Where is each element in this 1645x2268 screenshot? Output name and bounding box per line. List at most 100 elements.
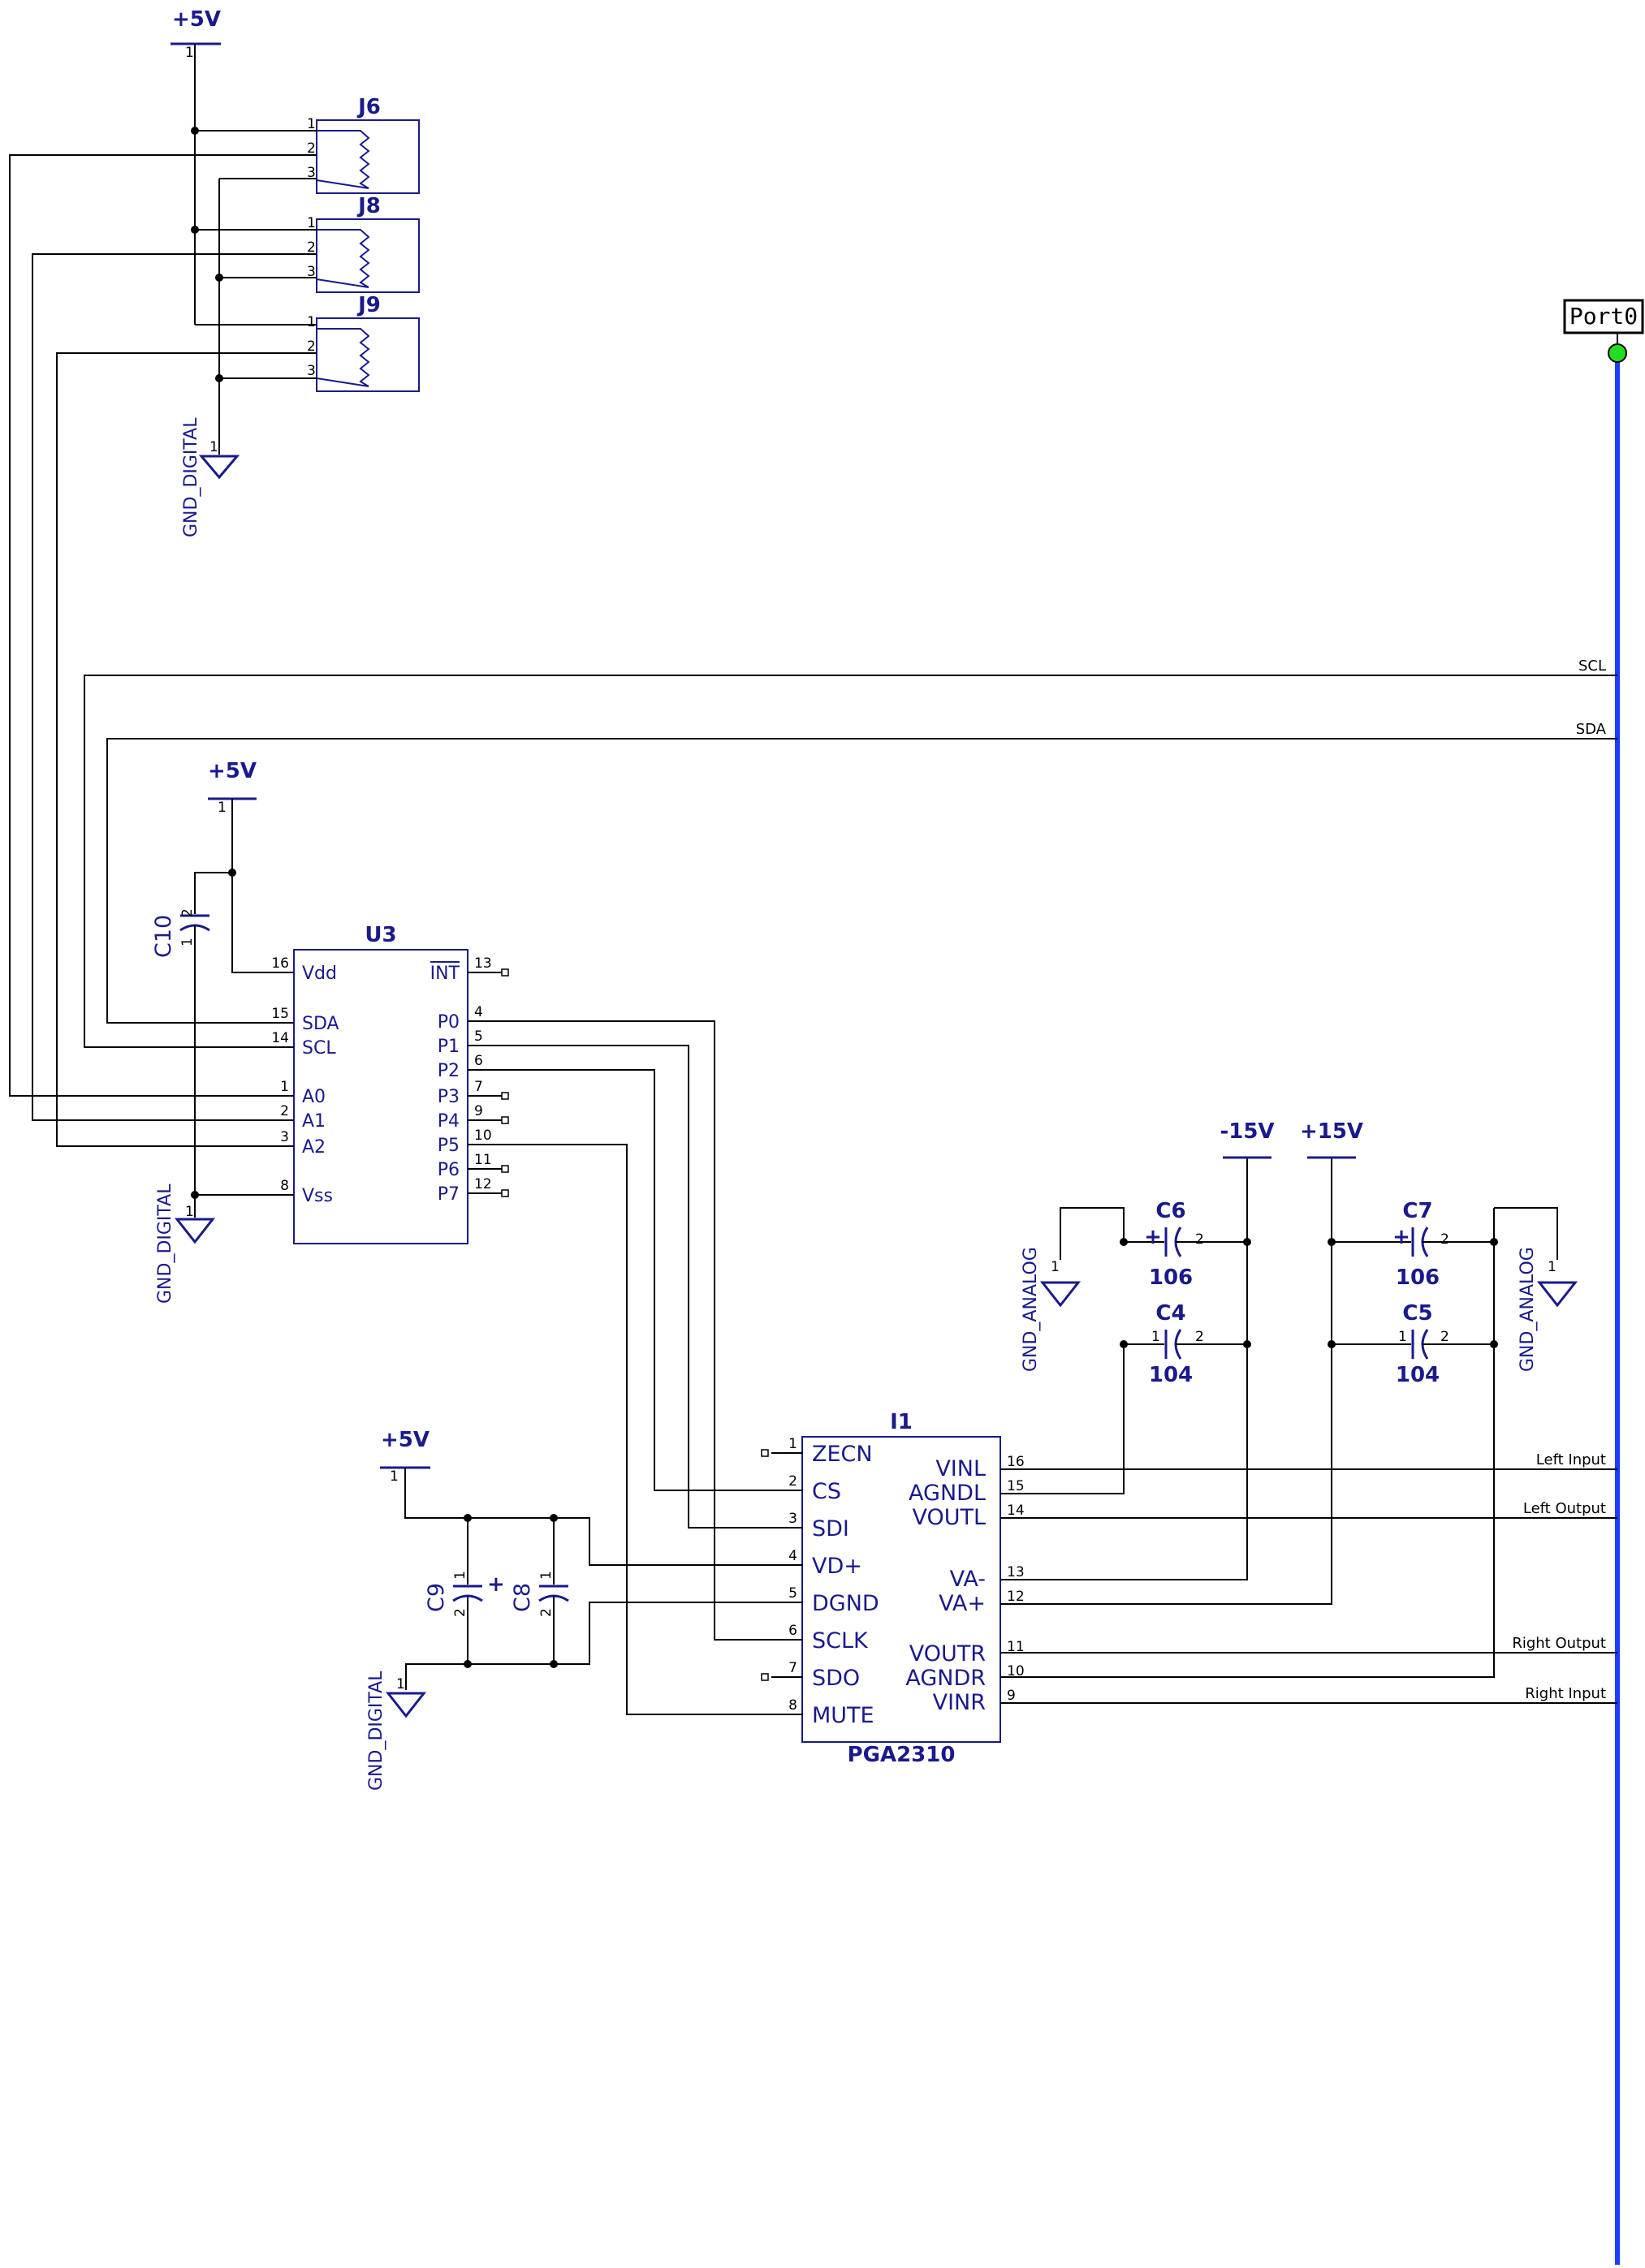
wire-p2-to-cs: [487, 1069, 789, 1491]
pin1-gnd-analog-right: 1: [1548, 1259, 1556, 1275]
u3-pin2-num: 2: [280, 1103, 289, 1119]
u3-pin10-num: 10: [474, 1128, 492, 1144]
junction-dot: [1490, 1238, 1498, 1246]
i1-pin-dgnd: DGND: [812, 1591, 879, 1616]
gnd-digital-i1-label: GND_DIGITAL: [366, 1671, 386, 1791]
u3-pin-p4: P4: [438, 1111, 460, 1132]
capacitor-c6-pin2: 2: [1195, 1231, 1204, 1248]
connector-j6-pin2: 2: [307, 140, 316, 157]
capacitor-c4-pin2: 2: [1195, 1329, 1204, 1345]
capacitor-c6-ref: C6: [1155, 1199, 1185, 1223]
wire-j8-pin2-to-a1: [32, 253, 317, 1121]
junction-dot: [1328, 1340, 1336, 1348]
i1-pin10-num: 10: [1007, 1663, 1025, 1679]
capacitor-c9-pin2: 2: [452, 1608, 468, 1617]
wire-u3-vdd: [231, 799, 284, 973]
capacitor-c10-pin2: 2: [179, 908, 196, 917]
i1-pin5-num: 5: [788, 1585, 797, 1602]
junction-dot: [191, 1191, 199, 1199]
gnd-analog-right-label: GND_ANALOG: [1518, 1247, 1538, 1372]
pin1-top-gnd: 1: [209, 439, 218, 455]
analog-wires: Left Input Left Output Right Output Righ…: [1000, 1158, 1617, 1704]
u3-pin14-num: 14: [271, 1030, 289, 1046]
junction-dot: [191, 226, 199, 234]
connector-j8-contacts: [316, 229, 370, 288]
i1-pin-agndr: AGNDR: [905, 1666, 986, 1691]
top-power: +5V 1 1 GND_DIGITAL: [171, 7, 240, 537]
u3-pin-int: INT: [430, 964, 460, 984]
i2c-nets: SCL SDA: [84, 658, 1617, 1048]
i1-pin2-num: 2: [788, 1473, 797, 1490]
i1-pin13-num: 13: [1007, 1564, 1025, 1580]
wire-j6-pin2-to-a0: [9, 154, 317, 1097]
capacitor-c10: C10 2 1: [151, 908, 210, 958]
u3-pin11-num: 11: [474, 1152, 492, 1168]
analog-decoupling: -15V +15V 1 GND_ANALOG 1 GND_ANALOG C6 1…: [1021, 1119, 1578, 1387]
connector-j9: J9 1 2 3: [307, 293, 420, 392]
power-label-i1-5v: +5V: [381, 1428, 430, 1452]
capacitor-c6-value: 106: [1149, 1266, 1193, 1290]
ic-i1-part: PGA2310: [848, 1743, 956, 1767]
i1-pin-sdo: SDO: [812, 1666, 860, 1691]
capacitor-c4: C4 104 1 2: [1124, 1301, 1247, 1387]
gnd-analog-right-symbol: [1536, 1281, 1578, 1308]
junction-dot: [1243, 1340, 1251, 1348]
junction-dot: [215, 274, 223, 282]
gnd-digital-top-symbol: [198, 455, 240, 480]
gnd-digital-u3-label: GND_DIGITAL: [155, 1184, 175, 1304]
u3-pin-scl: SCL: [302, 1038, 336, 1059]
capacitor-c7-polarity: +: [1392, 1225, 1410, 1249]
u3-nc-marker: [501, 968, 509, 977]
net-label-sda: SDA: [1576, 721, 1607, 738]
capacitor-c5-value: 104: [1396, 1363, 1440, 1387]
connector-j6-body: [316, 119, 420, 194]
capacitor-c8: C8 1 2: [510, 1518, 569, 1664]
gnd-analog-left-symbol: [1039, 1281, 1082, 1308]
i1-pin4-num: 4: [788, 1548, 797, 1564]
i1-pin-zecn: ZECN: [812, 1442, 873, 1467]
pin1-i1-gnd: 1: [396, 1676, 405, 1692]
connector-j9-pin3: 3: [307, 363, 316, 379]
pin1-i1-5v: 1: [390, 1468, 399, 1485]
power-label-m15v: -15V: [1220, 1119, 1274, 1144]
u3-pin-a0: A0: [302, 1087, 326, 1107]
capacitor-c9-polarity: +: [487, 1572, 505, 1597]
u3-pin15-num: 15: [271, 1006, 289, 1022]
i1-pin-vinl: VINL: [935, 1456, 986, 1481]
ic-u3-ref: U3: [365, 923, 396, 947]
connector-j8-pin1: 1: [307, 215, 316, 231]
i1-pin-sclk: SCLK: [812, 1628, 869, 1654]
pin1-top-5v: 1: [185, 45, 194, 61]
capacitor-c4-ref: C4: [1155, 1301, 1185, 1326]
u3-pin-p6: P6: [438, 1160, 460, 1180]
u3-pin-p2: P2: [438, 1061, 460, 1081]
port0-bus: Port0: [1563, 299, 1644, 2265]
i1-pin-voutl: VOUTL: [912, 1505, 986, 1530]
u3-pin-vss: Vss: [302, 1186, 333, 1206]
ic-i1: I1 PGA2310 1 2 3 4 5 6 7 8 ZECN CS SDI V…: [761, 1410, 1025, 1767]
connector-j6-pin3: 3: [307, 165, 316, 181]
connector-j8-pin3: 3: [307, 264, 316, 280]
wire-i1-vd-plus: [404, 1468, 789, 1566]
junction-dot: [1120, 1238, 1128, 1246]
capacitor-c6-polarity: +: [1144, 1225, 1162, 1249]
capacitor-c5-pin2: 2: [1440, 1329, 1449, 1345]
capacitor-c7: C7 106 + 2: [1332, 1199, 1494, 1290]
u3-pin-a1: A1: [302, 1111, 326, 1132]
capacitor-c8-pin1: 1: [538, 1571, 555, 1580]
i1-pin-agndl: AGNDL: [909, 1481, 986, 1506]
port0-box: [1563, 299, 1644, 334]
u3-pin-p1: P1: [438, 1037, 460, 1057]
capacitor-c9-ref: C9: [424, 1583, 449, 1612]
net-label-scl: SCL: [1578, 658, 1606, 675]
i1-pin11-num: 11: [1007, 1639, 1025, 1655]
gnd-digital-top-label: GND_DIGITAL: [181, 417, 201, 537]
capacitor-c8-ref: C8: [510, 1583, 535, 1612]
i1-pin12-num: 12: [1007, 1589, 1025, 1605]
ic-i1-ref: I1: [890, 1410, 913, 1434]
wire-j9-pin2-to-a2: [56, 352, 317, 1147]
wire-gnd-analog-right: [1494, 1207, 1558, 1260]
capacitor-c7-ref: C7: [1402, 1199, 1432, 1223]
gnd-analog-left-label: GND_ANALOG: [1021, 1247, 1041, 1372]
